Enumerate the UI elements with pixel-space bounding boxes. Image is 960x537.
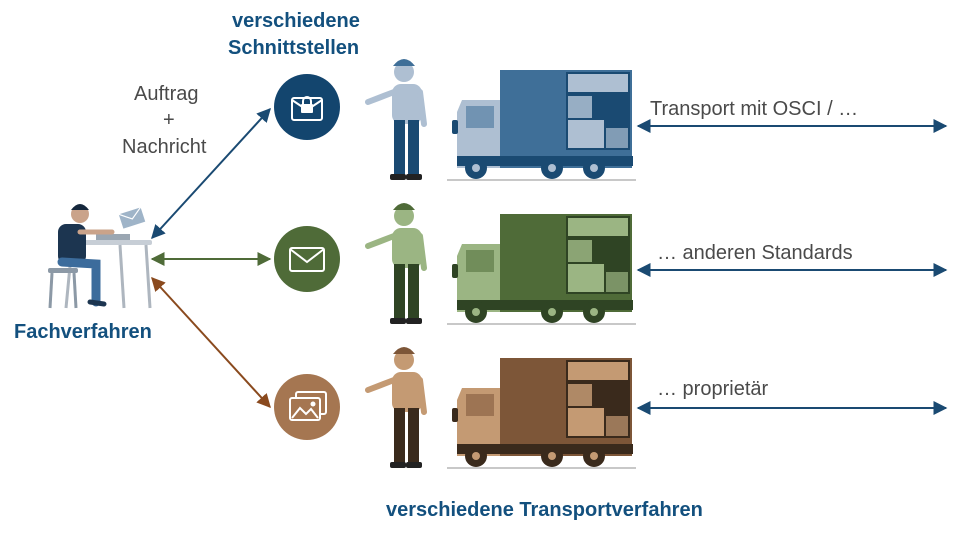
lane-3-label: … proprietär <box>657 378 769 400</box>
courier-1 <box>365 59 427 180</box>
interface-circle-images <box>274 374 340 440</box>
interface-circle-secure <box>274 74 340 140</box>
envelope-icon <box>289 247 325 272</box>
source-label: Fachverfahren <box>14 321 152 343</box>
heading-interfaces-line2: Schnittstellen <box>228 37 360 59</box>
truck-2 <box>447 214 636 325</box>
lane-1-label: Transport mit OSCI / … <box>650 98 859 120</box>
interface-circle-email <box>274 226 340 292</box>
request-label-line3: Nachricht <box>122 136 207 158</box>
request-label-line2: + <box>163 109 175 131</box>
person-at-desk-illustration <box>48 204 152 309</box>
courier-3 <box>365 347 427 468</box>
request-label-line1: Auftrag <box>134 83 199 105</box>
heading-interfaces-line1: verschiedene <box>232 10 360 32</box>
truck-1 <box>447 70 636 181</box>
heading-transport: verschiedene Transportverfahren <box>386 499 703 521</box>
secure-message-icon <box>291 96 323 121</box>
images-icon <box>289 391 327 421</box>
courier-2 <box>365 203 427 324</box>
arrow-to-interface-1 <box>151 107 271 240</box>
arrow-to-interface-3 <box>151 276 271 409</box>
lane-2-label: … anderen Standards <box>657 242 853 264</box>
truck-3 <box>447 358 636 469</box>
